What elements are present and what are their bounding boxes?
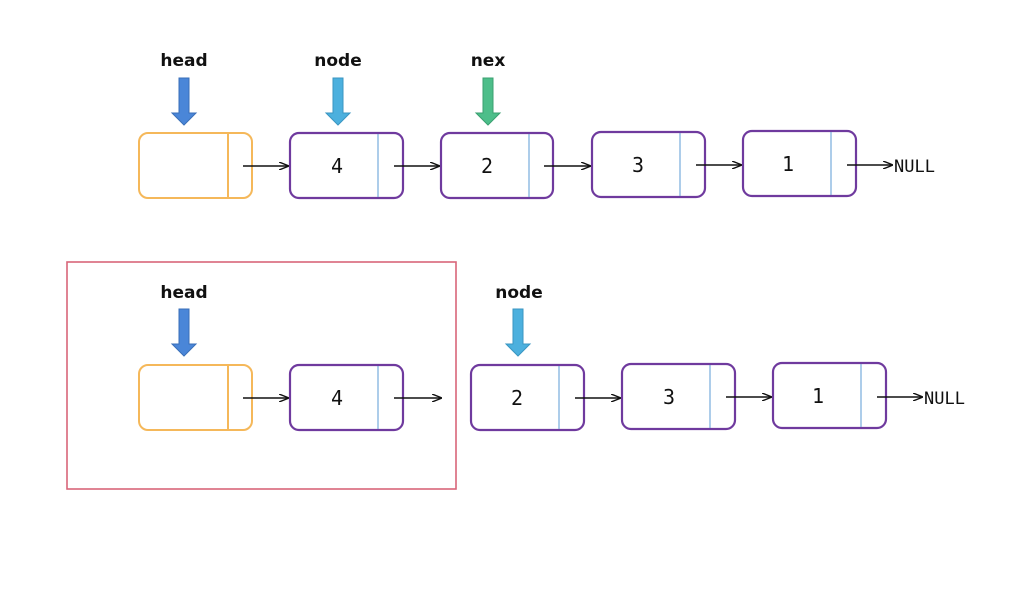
node-pointer-down-arrow-icon [324, 77, 352, 126]
highlight-box [66, 261, 457, 490]
pointer-label-node: node [495, 283, 542, 303]
head-node [138, 364, 253, 431]
null-terminator: NULL [924, 389, 965, 409]
pointer-label-node: node [314, 51, 361, 71]
node-value: 3 [663, 385, 675, 409]
pointer-label-nex: nex [471, 51, 506, 71]
list-node: 1 [741, 129, 858, 198]
node-value: 4 [331, 386, 343, 410]
null-terminator: NULL [894, 157, 935, 177]
pointer-label-head: head [160, 283, 207, 303]
list-node: 3 [620, 362, 737, 431]
node-value: 4 [331, 154, 343, 178]
node-value: 1 [782, 152, 794, 176]
node-value: 2 [481, 154, 493, 178]
node-value: 1 [812, 384, 824, 408]
list-node: 2 [469, 363, 586, 432]
list-node: 1 [771, 361, 888, 430]
bottom-row: head node 4 2 3 [138, 283, 965, 432]
head-pointer-down-arrow-icon [170, 308, 198, 357]
node-value: 3 [632, 153, 644, 177]
head-node [138, 132, 253, 199]
list-node: 2 [439, 131, 555, 200]
nex-pointer-down-arrow-icon [474, 77, 502, 126]
list-node: 3 [590, 130, 707, 199]
node-pointer-down-arrow-icon [504, 308, 532, 357]
list-node: 4 [288, 131, 405, 200]
top-row: head node nex 4 2 3 [138, 51, 935, 200]
head-pointer-down-arrow-icon [170, 77, 198, 126]
node-value: 2 [511, 386, 523, 410]
list-node: 4 [288, 363, 405, 432]
pointer-label-head: head [160, 51, 207, 71]
